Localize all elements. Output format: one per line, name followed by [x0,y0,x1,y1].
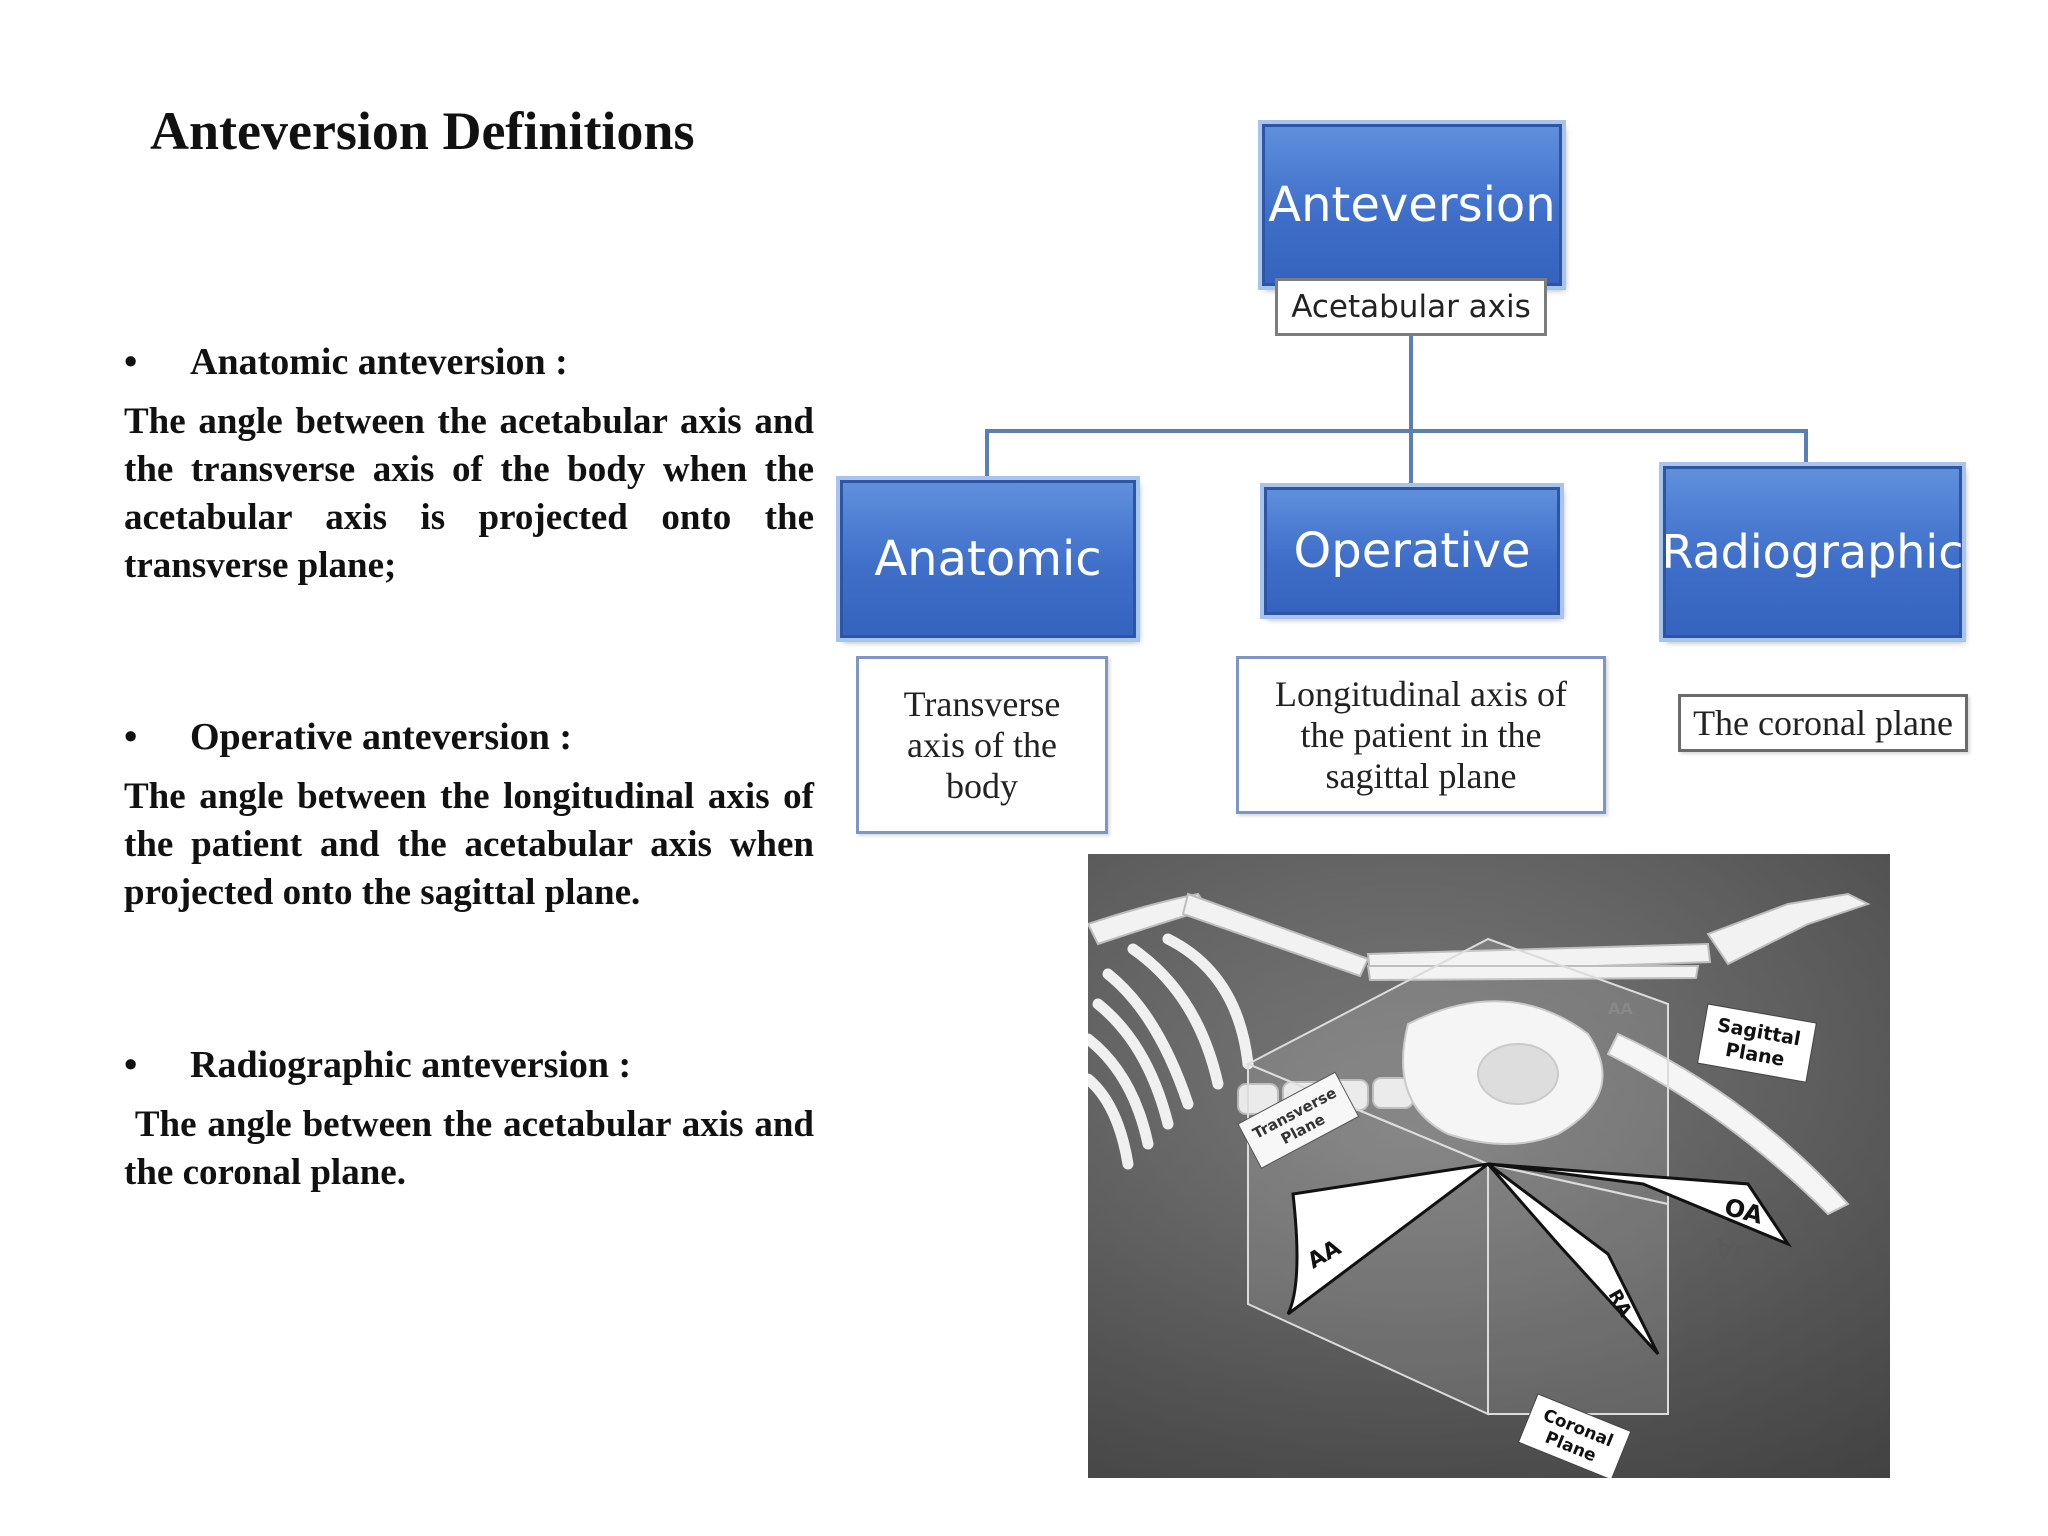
section-radiographic: • Radiographic anteversion : The angle b… [124,1043,814,1197]
section-heading: • Anatomic anteversion : [124,340,814,384]
definition-operative: The angle between the longitudinal axis … [124,776,814,913]
rib-cage [1088,933,1254,1170]
desc-anatomic: Transverse axis of the body [856,656,1108,834]
sagittal-plane-label: Sagittal Plane [1697,1003,1817,1083]
node-operative: Operative [1264,487,1560,615]
wedge-oa [1487,1162,1792,1248]
node-operative-label: Operative [1293,523,1531,579]
desc-radiographic: The coronal plane [1678,694,1968,752]
connector-anatomic [985,429,989,485]
bullet-dot: • [124,1044,138,1086]
node-anatomic: Anatomic [840,480,1136,638]
connector-root-vertical [1409,330,1413,490]
desc-line: The coronal plane [1693,702,1953,743]
node-anatomic-label: Anatomic [874,531,1102,587]
desc-line: body [946,765,1018,806]
pelvis [1402,1000,1604,1145]
section-anatomic: • Anatomic anteversion : The angle betwe… [124,340,814,590]
photo-illustration: Sagittal Plane Transverse Plane Coronal … [1088,854,1890,1478]
section-heading: • Operative anteversion : [124,715,814,759]
section-heading: • Radiographic anteversion : [124,1043,814,1087]
definition-radiographic: The angle between the acetabular axis an… [124,1104,824,1193]
desc-line: Longitudinal axis of [1275,673,1567,714]
desc-line: Transverse [903,683,1061,724]
bullet-dot: • [124,716,138,758]
label-acetabular-axis: Acetabular axis [1275,278,1547,336]
heading-operative: Operative anteversion : [190,716,573,758]
definition-anatomic: The angle between the acetabular axis an… [124,401,814,586]
desc-line: the patient in the [1300,714,1542,755]
wedge-aa [1286,1162,1489,1316]
skeleton-planes-photo: Sagittal Plane Transverse Plane Coronal … [1088,854,1890,1478]
desc-operative: Longitudinal axis of the patient in the … [1236,656,1606,814]
heading-radiographic: Radiographic anteversion : [190,1044,632,1086]
connector-horizontal [985,429,1808,433]
node-radiographic: Radiographic [1661,466,1964,638]
heading-anatomic: Anatomic anteversion : [190,341,568,383]
bullet-dot: • [124,341,138,383]
node-radiographic-label: Radiographic [1661,525,1964,579]
coronal-plane-label: Coronal Plane [1517,1393,1632,1478]
acetabular-axis-text: Acetabular axis [1291,289,1531,325]
slide-title: Anteversion Definitions [150,101,695,161]
node-anteversion: Anteversion [1262,124,1562,286]
angle-wedges [1286,1162,1792,1356]
connector-radiographic [1804,429,1808,473]
node-anteversion-label: Anteversion [1268,177,1556,233]
section-operative: • Operative anteversion : The angle betw… [124,715,814,917]
label-aa-back: AA [1608,999,1633,1018]
desc-line: axis of the [907,724,1057,765]
arm-bones [1088,892,1871,982]
desc-line: sagittal plane [1325,755,1517,796]
wedge-ra [1486,1162,1660,1356]
